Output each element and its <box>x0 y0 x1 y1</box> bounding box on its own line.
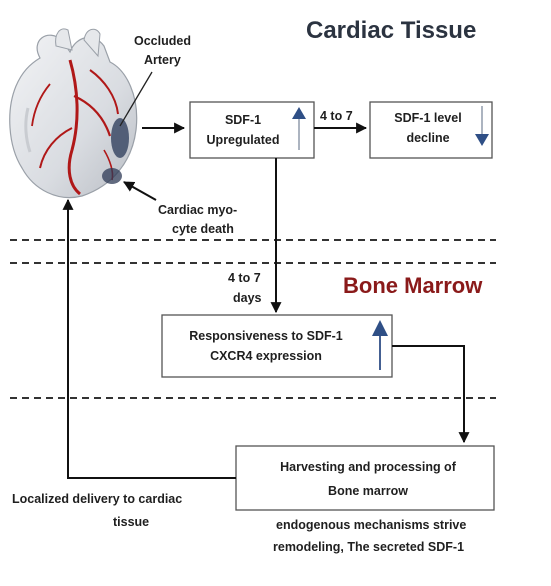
occlusion-site <box>111 118 129 158</box>
delivery-label-line2: tissue <box>113 515 149 529</box>
cardiac-death-label-line1: Cardiac myo- <box>158 203 237 217</box>
occluded-pointer <box>119 71 153 127</box>
sdf1-decline-box <box>369 101 493 159</box>
artery-label: Artery <box>144 53 181 67</box>
bone-marrow-title: Bone Marrow <box>343 273 483 298</box>
harvesting-line1: Harvesting and processing of <box>280 460 457 474</box>
cardiac-tissue-title: Cardiac Tissue <box>306 17 476 44</box>
sdf1-decline-line1: SDF-1 level <box>394 111 461 125</box>
footer-line1: endogenous mechanisms strive <box>276 518 466 532</box>
occluded-label: Occluded <box>134 34 191 48</box>
responsiveness-box <box>161 314 393 378</box>
down-arrow-icon <box>475 106 489 146</box>
harvesting-box <box>235 445 495 511</box>
cardiac-death-label-line2: cyte death <box>172 222 234 236</box>
footer-line2: remodeling, The secreted SDF-1 <box>273 540 464 554</box>
sdf1-decline-line2: decline <box>406 131 449 145</box>
heart-illustration <box>9 28 138 199</box>
delivery-label-line1: Localized delivery to cardiac <box>12 492 182 506</box>
marrow-to-harvest-arrow <box>392 345 470 444</box>
vertical-interval-label-line2: days <box>233 291 262 305</box>
infarct-site <box>102 168 122 184</box>
up-arrow-icon <box>292 107 306 150</box>
sdf1-upregulated-line2: Upregulated <box>207 133 280 147</box>
harvesting-line2: Bone marrow <box>328 484 408 498</box>
delivery-return-arrow <box>62 198 236 479</box>
horizontal-interval-label: 4 to 7 <box>320 109 353 123</box>
sdf1-upregulated-line1: SDF-1 <box>225 113 261 127</box>
responsiveness-line2: CXCR4 expression <box>210 349 322 363</box>
death-pointer-arrow <box>123 181 157 201</box>
vertical-interval-label-line1: 4 to 7 <box>228 271 261 285</box>
sdf1-upregulated-box <box>189 101 315 159</box>
responsiveness-line1: Responsiveness to SDF-1 <box>189 329 343 343</box>
up-arrow-icon <box>372 320 388 370</box>
coronary-artery <box>67 59 82 196</box>
